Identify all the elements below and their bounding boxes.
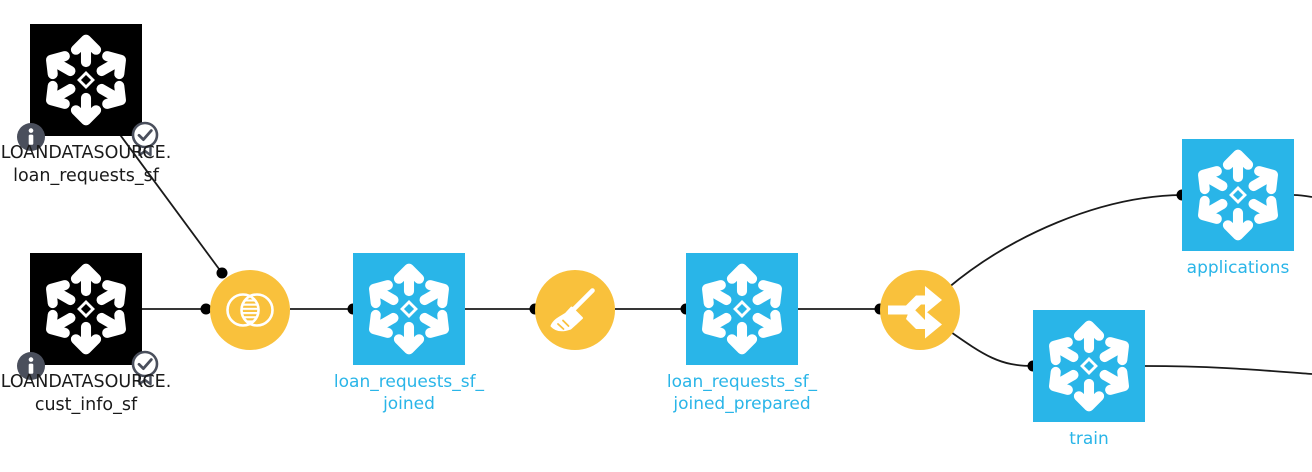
node-label-applications: applications bbox=[1186, 258, 1290, 278]
source-node-box[interactable] bbox=[30, 253, 142, 365]
snowflake-icon bbox=[46, 34, 126, 126]
broom-icon bbox=[550, 288, 595, 332]
info-badge[interactable] bbox=[16, 122, 46, 152]
certified-badge[interactable] bbox=[128, 120, 159, 157]
dataset-node-box[interactable] bbox=[686, 253, 798, 365]
operation-node-circle[interactable] bbox=[880, 270, 960, 350]
operation-node-circle[interactable] bbox=[210, 270, 290, 350]
snowflake-icon bbox=[702, 263, 782, 355]
dataset-node-box[interactable] bbox=[1033, 310, 1145, 422]
snowflake-icon bbox=[1049, 320, 1129, 412]
snowflake-icon bbox=[1198, 149, 1278, 241]
join-venn-icon bbox=[226, 293, 274, 327]
snowflake-icon bbox=[369, 263, 449, 355]
node-label-loan-requests-sf-joined: loan_requests_sf_ joined bbox=[333, 372, 485, 415]
edge-split-to-train bbox=[947, 329, 1034, 367]
edge-train-to-offscreen bbox=[1144, 365, 1312, 375]
edge-applications-to-offscreen bbox=[1293, 194, 1312, 198]
node-label-loan-requests-sf: LOANDATASOURCE. loan_requests_sf bbox=[0, 143, 172, 187]
dataset-node-box[interactable] bbox=[1182, 139, 1294, 251]
snowflake-icon bbox=[46, 263, 126, 355]
info-badge[interactable] bbox=[16, 351, 46, 381]
dataset-node-box[interactable] bbox=[353, 253, 465, 365]
node-label-train: train bbox=[1069, 429, 1109, 449]
certified-badge[interactable] bbox=[128, 349, 159, 386]
node-label-loan-requests-sf-joined-prepared: loan_requests_sf_ joined_prepared bbox=[666, 372, 818, 415]
split-icon bbox=[888, 286, 942, 339]
source-node-box[interactable] bbox=[30, 24, 142, 136]
node-label-cust-info-sf: LOANDATASOURCE. cust_info_sf bbox=[0, 372, 172, 416]
operation-node-circle[interactable] bbox=[535, 270, 615, 350]
